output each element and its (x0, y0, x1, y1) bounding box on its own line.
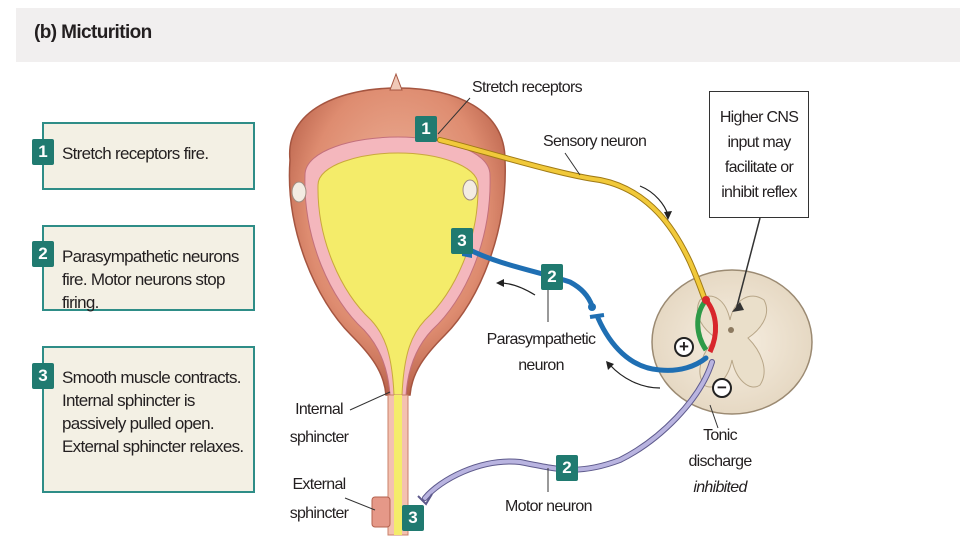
figure-title: (b) Micturition (34, 22, 152, 43)
leader-cns (735, 217, 761, 311)
ureter-left (291, 181, 307, 203)
step-text-1: Stretch receptors fire. (62, 144, 209, 163)
label-stretch-receptors: Stretch receptors (472, 79, 583, 96)
label-sensory-neuron: Sensory neuron (543, 133, 647, 150)
leader-tonic (709, 404, 719, 429)
label-parasympathetic-1: Parasympathetic (486, 331, 596, 348)
label-motor-neuron: Motor neuron (505, 498, 592, 515)
label-external-sphincter-2: sphincter (289, 505, 349, 522)
step-badge-1: 1 (32, 139, 54, 165)
marker-3-smooth-muscle: 3 (451, 228, 473, 254)
higher-cns-box: Higher CNS input may facilitate or inhib… (709, 91, 809, 218)
minus-sign: − (712, 378, 732, 398)
plus-sign: + (674, 337, 694, 357)
step-text-2: Parasympathetic neurons fire. Motor neur… (62, 247, 239, 312)
leader-sensory (564, 152, 581, 176)
arrow-parasym-1 (499, 282, 536, 296)
step-box-3: Smooth muscle contracts. Internal sphinc… (42, 346, 255, 493)
label-tonic-3: inhibited (693, 479, 747, 496)
excitatory-interneuron (695, 298, 709, 352)
marker-3-sphincter: 3 (402, 505, 424, 531)
step-badge-3: 3 (32, 363, 54, 389)
marker-2-parasympathetic: 2 (541, 264, 563, 290)
step-box-1: Stretch receptors fire. (42, 122, 255, 190)
label-tonic-1: Tonic (703, 427, 738, 444)
bladder-apex (389, 72, 403, 91)
title-bar: (b) Micturition (16, 8, 960, 62)
leader-internal (349, 391, 391, 411)
parasympathetic-path-1 (467, 247, 595, 309)
label-parasympathetic-2: neuron (518, 357, 564, 374)
label-external-sphincter-1: External (292, 476, 346, 493)
label-tonic-2: discharge (688, 453, 752, 470)
label-internal-sphincter-2: sphincter (289, 429, 349, 446)
inhibitory-interneuron (703, 298, 718, 354)
urethra-lumen (394, 395, 402, 535)
parasympathetic-path-2 (595, 315, 709, 373)
ureter-right (462, 179, 478, 201)
label-internal-sphincter-1: Internal (295, 401, 343, 418)
leader-stretch (437, 97, 471, 135)
step-box-2: Parasympathetic neurons fire. Motor neur… (42, 225, 255, 312)
arrow-parasym-2 (609, 364, 661, 389)
marker-1-stretch: 1 (415, 116, 437, 142)
leader-external (344, 497, 376, 511)
external-sphincter-shape (371, 496, 391, 528)
step-text-3: Smooth muscle contracts. Internal sphinc… (62, 368, 244, 456)
bladder-lumen (317, 152, 479, 396)
step-badge-2: 2 (32, 241, 54, 267)
marker-2-motor: 2 (556, 455, 578, 481)
label-higher-cns: Higher CNS input may facilitate or inhib… (719, 109, 799, 201)
central-canal (728, 327, 734, 333)
